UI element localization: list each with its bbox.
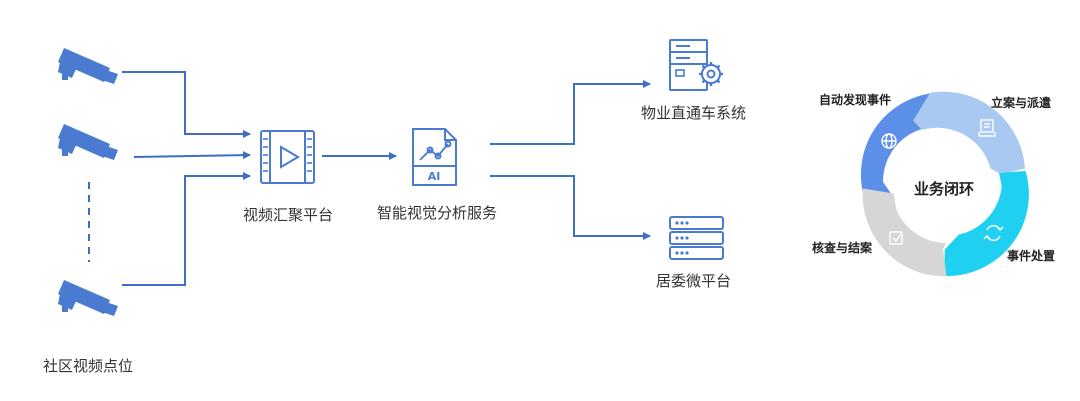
loop-step-dispatch-label: 立案与派遣: [991, 96, 1052, 110]
loop-center-label: 业务闭环: [914, 180, 975, 198]
connector-camera-bottom: [122, 172, 251, 286]
cameras-label: 社区视频点位: [43, 357, 134, 375]
committee-platform-label: 居委微平台: [656, 272, 732, 290]
camera-icon-middle: [58, 124, 118, 160]
connector-ai-property: [490, 80, 651, 145]
connector-ai-committee: [490, 175, 651, 240]
connector-camera-middle: [133, 151, 251, 160]
loop-segment-handle: [944, 171, 1029, 277]
loop-segment-verify: [862, 188, 947, 277]
loop-step-verify-label: 核查与结案: [812, 241, 873, 255]
ai-service-label: 智能视觉分析服务: [377, 204, 498, 222]
video-platform-label: 视频汇聚平台: [243, 206, 334, 224]
connector-camera-top: [122, 71, 251, 138]
loop-segment-dispatch: [913, 91, 1025, 175]
ai-service-icon: [412, 128, 457, 186]
property-system-label: 物业直通车系统: [641, 104, 747, 122]
loop-step-discover-label: 自动发现事件: [819, 93, 892, 107]
globe-icon: [881, 133, 897, 149]
sync-arrows-icon: [983, 224, 1004, 242]
checkbox-icon: [889, 231, 903, 245]
server-gear-icon: [669, 39, 723, 91]
document-stack-icon: [978, 119, 996, 137]
ai-icon-text: AI: [428, 170, 441, 183]
server-rack-icon: [669, 216, 724, 260]
camera-icon-top: [58, 48, 118, 84]
loop-step-handle-label: 事件处置: [1007, 249, 1056, 263]
video-platform-icon: [260, 130, 315, 184]
camera-icon-bottom: [58, 280, 118, 316]
